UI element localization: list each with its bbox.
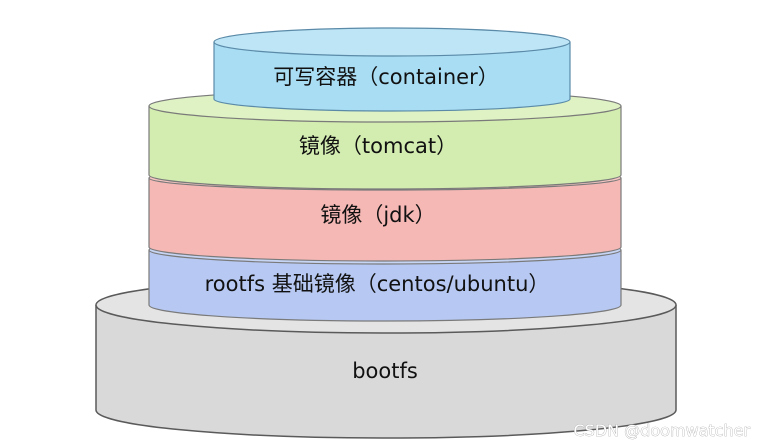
rootfs-label: rootfs 基础镜像（centos/ubuntu） (205, 272, 550, 296)
layer-container: 可写容器（container） (213, 27, 571, 112)
jdk-label: 镜像（jdk） (320, 203, 435, 227)
container-top (213, 27, 571, 57)
tomcat-body (148, 106, 622, 190)
container-label: 可写容器（container） (273, 65, 499, 89)
bootfs-label: bootfs (352, 359, 418, 383)
rootfs-body (148, 250, 622, 322)
jdk-body (148, 178, 622, 262)
csdn-watermark: CSDN @doomwatcher (573, 421, 750, 440)
bootfs-body (95, 305, 677, 439)
container-body (213, 42, 571, 112)
tomcat-label: 镜像（tomcat） (299, 134, 457, 158)
